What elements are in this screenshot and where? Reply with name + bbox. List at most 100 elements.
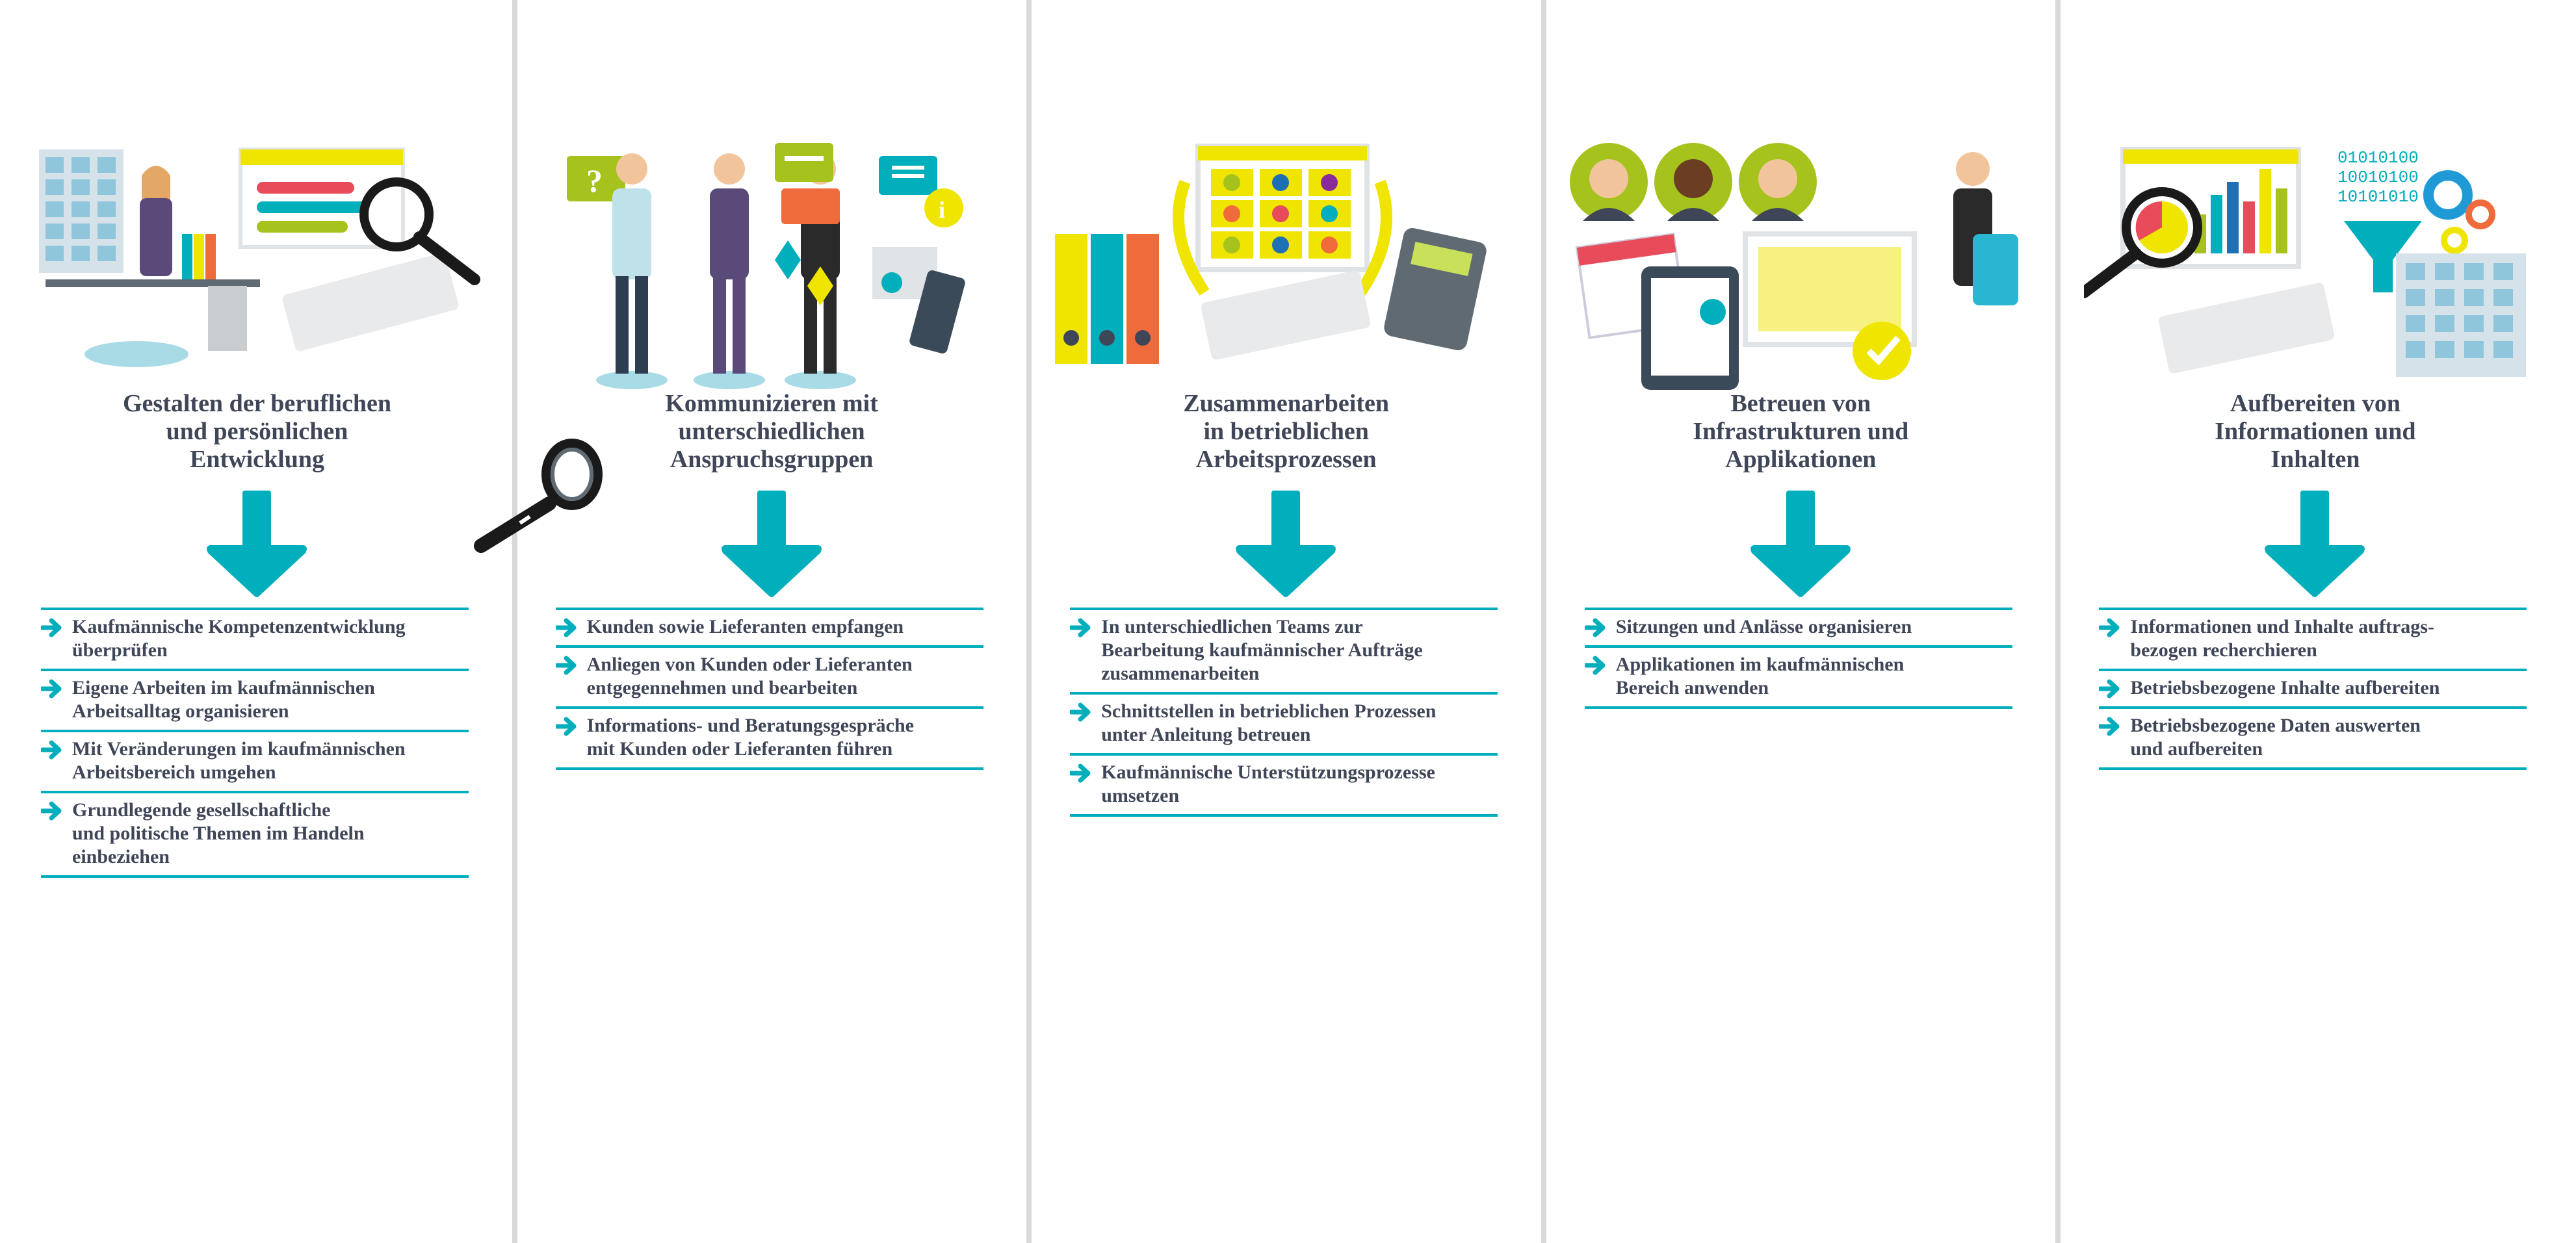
task-text-line: Schnittstellen in betrieblichen Prozesse… bbox=[1101, 700, 1437, 722]
column-divider bbox=[2055, 0, 2061, 1243]
down-arrow-icon bbox=[1750, 491, 1851, 597]
task-text-line: und aufbereiten bbox=[2130, 738, 2263, 760]
arrow-right-icon bbox=[2099, 679, 2120, 698]
task-text-line: entgegennehmen und bearbeiten bbox=[586, 677, 858, 698]
task-text-line: Applikationen im kaufmännischen bbox=[1615, 654, 1905, 675]
task-text-line: Grundlegende gesellschaftliche bbox=[72, 799, 331, 821]
illustration bbox=[26, 130, 488, 390]
column-title-line: Inhalten bbox=[2270, 446, 2360, 473]
arrow-right-icon bbox=[555, 717, 577, 736]
column-title-line: unterschiedlichen bbox=[678, 418, 865, 445]
arrow-right-icon bbox=[41, 740, 62, 760]
task-text-line: mit Kunden oder Lieferanten führen bbox=[586, 738, 893, 760]
arrow-right-icon bbox=[1070, 763, 1091, 783]
column-title-line: Applikationen bbox=[1725, 446, 1877, 473]
arrow-right-icon bbox=[1070, 618, 1091, 637]
illustration bbox=[1055, 130, 1517, 390]
arrow-right-icon bbox=[1584, 618, 1606, 637]
illustration bbox=[1569, 130, 2032, 390]
task-list-item: Kunden sowie Lieferanten empfangen bbox=[555, 610, 983, 648]
column-title-line: Betreuen von bbox=[1730, 390, 1871, 417]
task-text-line: Mit Veränderungen im kaufmännischen bbox=[72, 738, 406, 760]
task-text-line: Arbeitsbereich umgehen bbox=[72, 762, 276, 783]
column-title-line: Infrastrukturen und bbox=[1693, 418, 1909, 445]
task-text-line: Sitzungen und Anlässe organisieren bbox=[1615, 616, 1912, 637]
arrow-right-icon bbox=[1584, 656, 1606, 675]
down-arrow-icon bbox=[2265, 491, 2365, 597]
task-text-line: Eigene Arbeiten im kaufmännischen bbox=[72, 677, 375, 698]
column-title-line: Informationen und bbox=[2215, 418, 2416, 445]
down-arrow-icon bbox=[207, 491, 307, 597]
svg-text:10010100: 10010100 bbox=[2337, 168, 2419, 187]
task-list-item: Sitzungen und Anlässe organisieren bbox=[1584, 610, 2012, 648]
task-text-line: Informations- und Beratungsgespräche bbox=[586, 715, 914, 736]
svg-text:?: ? bbox=[586, 162, 603, 199]
arrow-right-icon bbox=[2099, 618, 2120, 637]
column-title-line: Gestalten der beruflichen bbox=[122, 390, 392, 417]
task-text-line: Informationen und Inhalte auftrags- bbox=[2130, 616, 2434, 637]
magnifier-icon bbox=[468, 426, 618, 556]
arrow-right-icon bbox=[555, 656, 577, 675]
arrow-right-icon bbox=[1070, 702, 1091, 722]
competency-column-5: 01010100 10010100 10101010 Aufbereiten v… bbox=[2058, 0, 2572, 1243]
task-list-item: Betriebsbezogene Inhalte aufbereiten bbox=[2099, 671, 2527, 709]
arrow-right-icon bbox=[2099, 717, 2120, 736]
arrow-right-icon bbox=[41, 801, 62, 821]
illustration: ? i bbox=[541, 130, 1003, 390]
magnifier-icon bbox=[359, 177, 434, 251]
column-divider bbox=[1541, 0, 1546, 1243]
arrow-right-icon bbox=[41, 618, 62, 637]
svg-text:01010100: 01010100 bbox=[2337, 148, 2419, 168]
down-arrow-icon bbox=[1236, 491, 1336, 597]
arrow-right-icon bbox=[555, 618, 577, 637]
column-title-line: Arbeitsprozessen bbox=[1195, 446, 1377, 473]
column-divider bbox=[1026, 0, 1032, 1243]
task-text-line: und politische Themen im Handeln bbox=[72, 823, 365, 844]
svg-text:10101010: 10101010 bbox=[2337, 187, 2419, 207]
arrow-right-icon bbox=[41, 679, 62, 698]
task-text-line: Bearbeitung kaufmännischer Aufträge bbox=[1101, 639, 1423, 661]
task-text-line: zusammenarbeiten bbox=[1101, 663, 1260, 684]
task-text-line: Kaufmännische Kompetenzentwicklung bbox=[72, 616, 406, 637]
down-arrow-icon bbox=[721, 491, 822, 597]
column-divider bbox=[512, 0, 517, 1243]
task-text-line: Betriebsbezogene Inhalte aufbereiten bbox=[2130, 677, 2440, 698]
task-text-line: unter Anleitung betreuen bbox=[1101, 724, 1311, 745]
task-text-line: umsetzen bbox=[1101, 785, 1180, 806]
magnifier-icon bbox=[2122, 187, 2203, 268]
task-text-line: Bereich anwenden bbox=[1615, 677, 1769, 698]
task-text-line: Anliegen von Kunden oder Lieferanten bbox=[586, 654, 913, 675]
task-list: Informationen und Inhalte auftrags-bezog… bbox=[2099, 608, 2527, 770]
column-title-line: Entwicklung bbox=[190, 446, 324, 473]
task-text-line: Kunden sowie Lieferanten empfangen bbox=[586, 616, 904, 637]
task-text-line: überprüfen bbox=[72, 639, 168, 661]
task-text-line: einbeziehen bbox=[72, 846, 170, 867]
column-title-line: Zusammenarbeiten bbox=[1183, 390, 1390, 417]
task-text-line: Kaufmännische Unterstützungsprozesse bbox=[1101, 762, 1435, 783]
task-text-line: Betriebsbezogene Daten auswerten bbox=[2130, 715, 2421, 736]
svg-text:i: i bbox=[939, 197, 945, 223]
task-text-line: In unterschiedlichen Teams zur bbox=[1101, 616, 1363, 637]
column-title-line: Anspruchsgruppen bbox=[670, 446, 874, 473]
